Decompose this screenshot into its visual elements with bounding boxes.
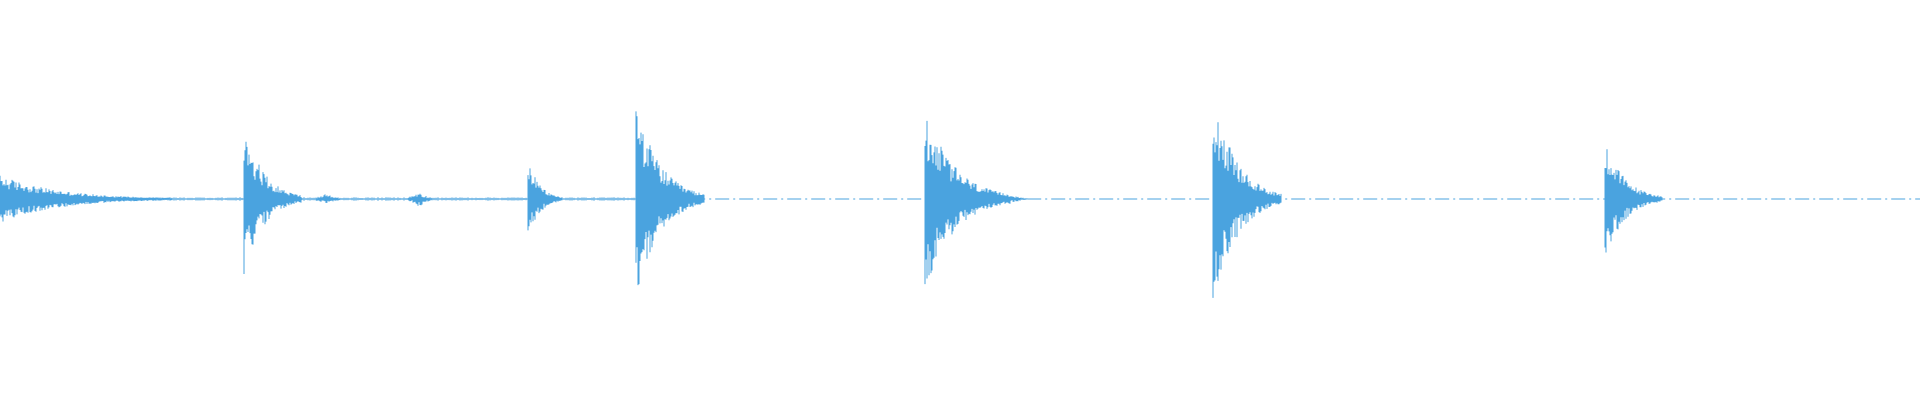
- waveform-minor-bump: [1003, 196, 1028, 202]
- waveform-transient: [243, 141, 302, 274]
- waveform-transient: [1604, 149, 1663, 253]
- waveform-transient: [924, 120, 1011, 285]
- waveform-group: [0, 111, 1920, 298]
- waveform-transient: [1212, 122, 1282, 298]
- waveform-noise-floor: [0, 197, 691, 201]
